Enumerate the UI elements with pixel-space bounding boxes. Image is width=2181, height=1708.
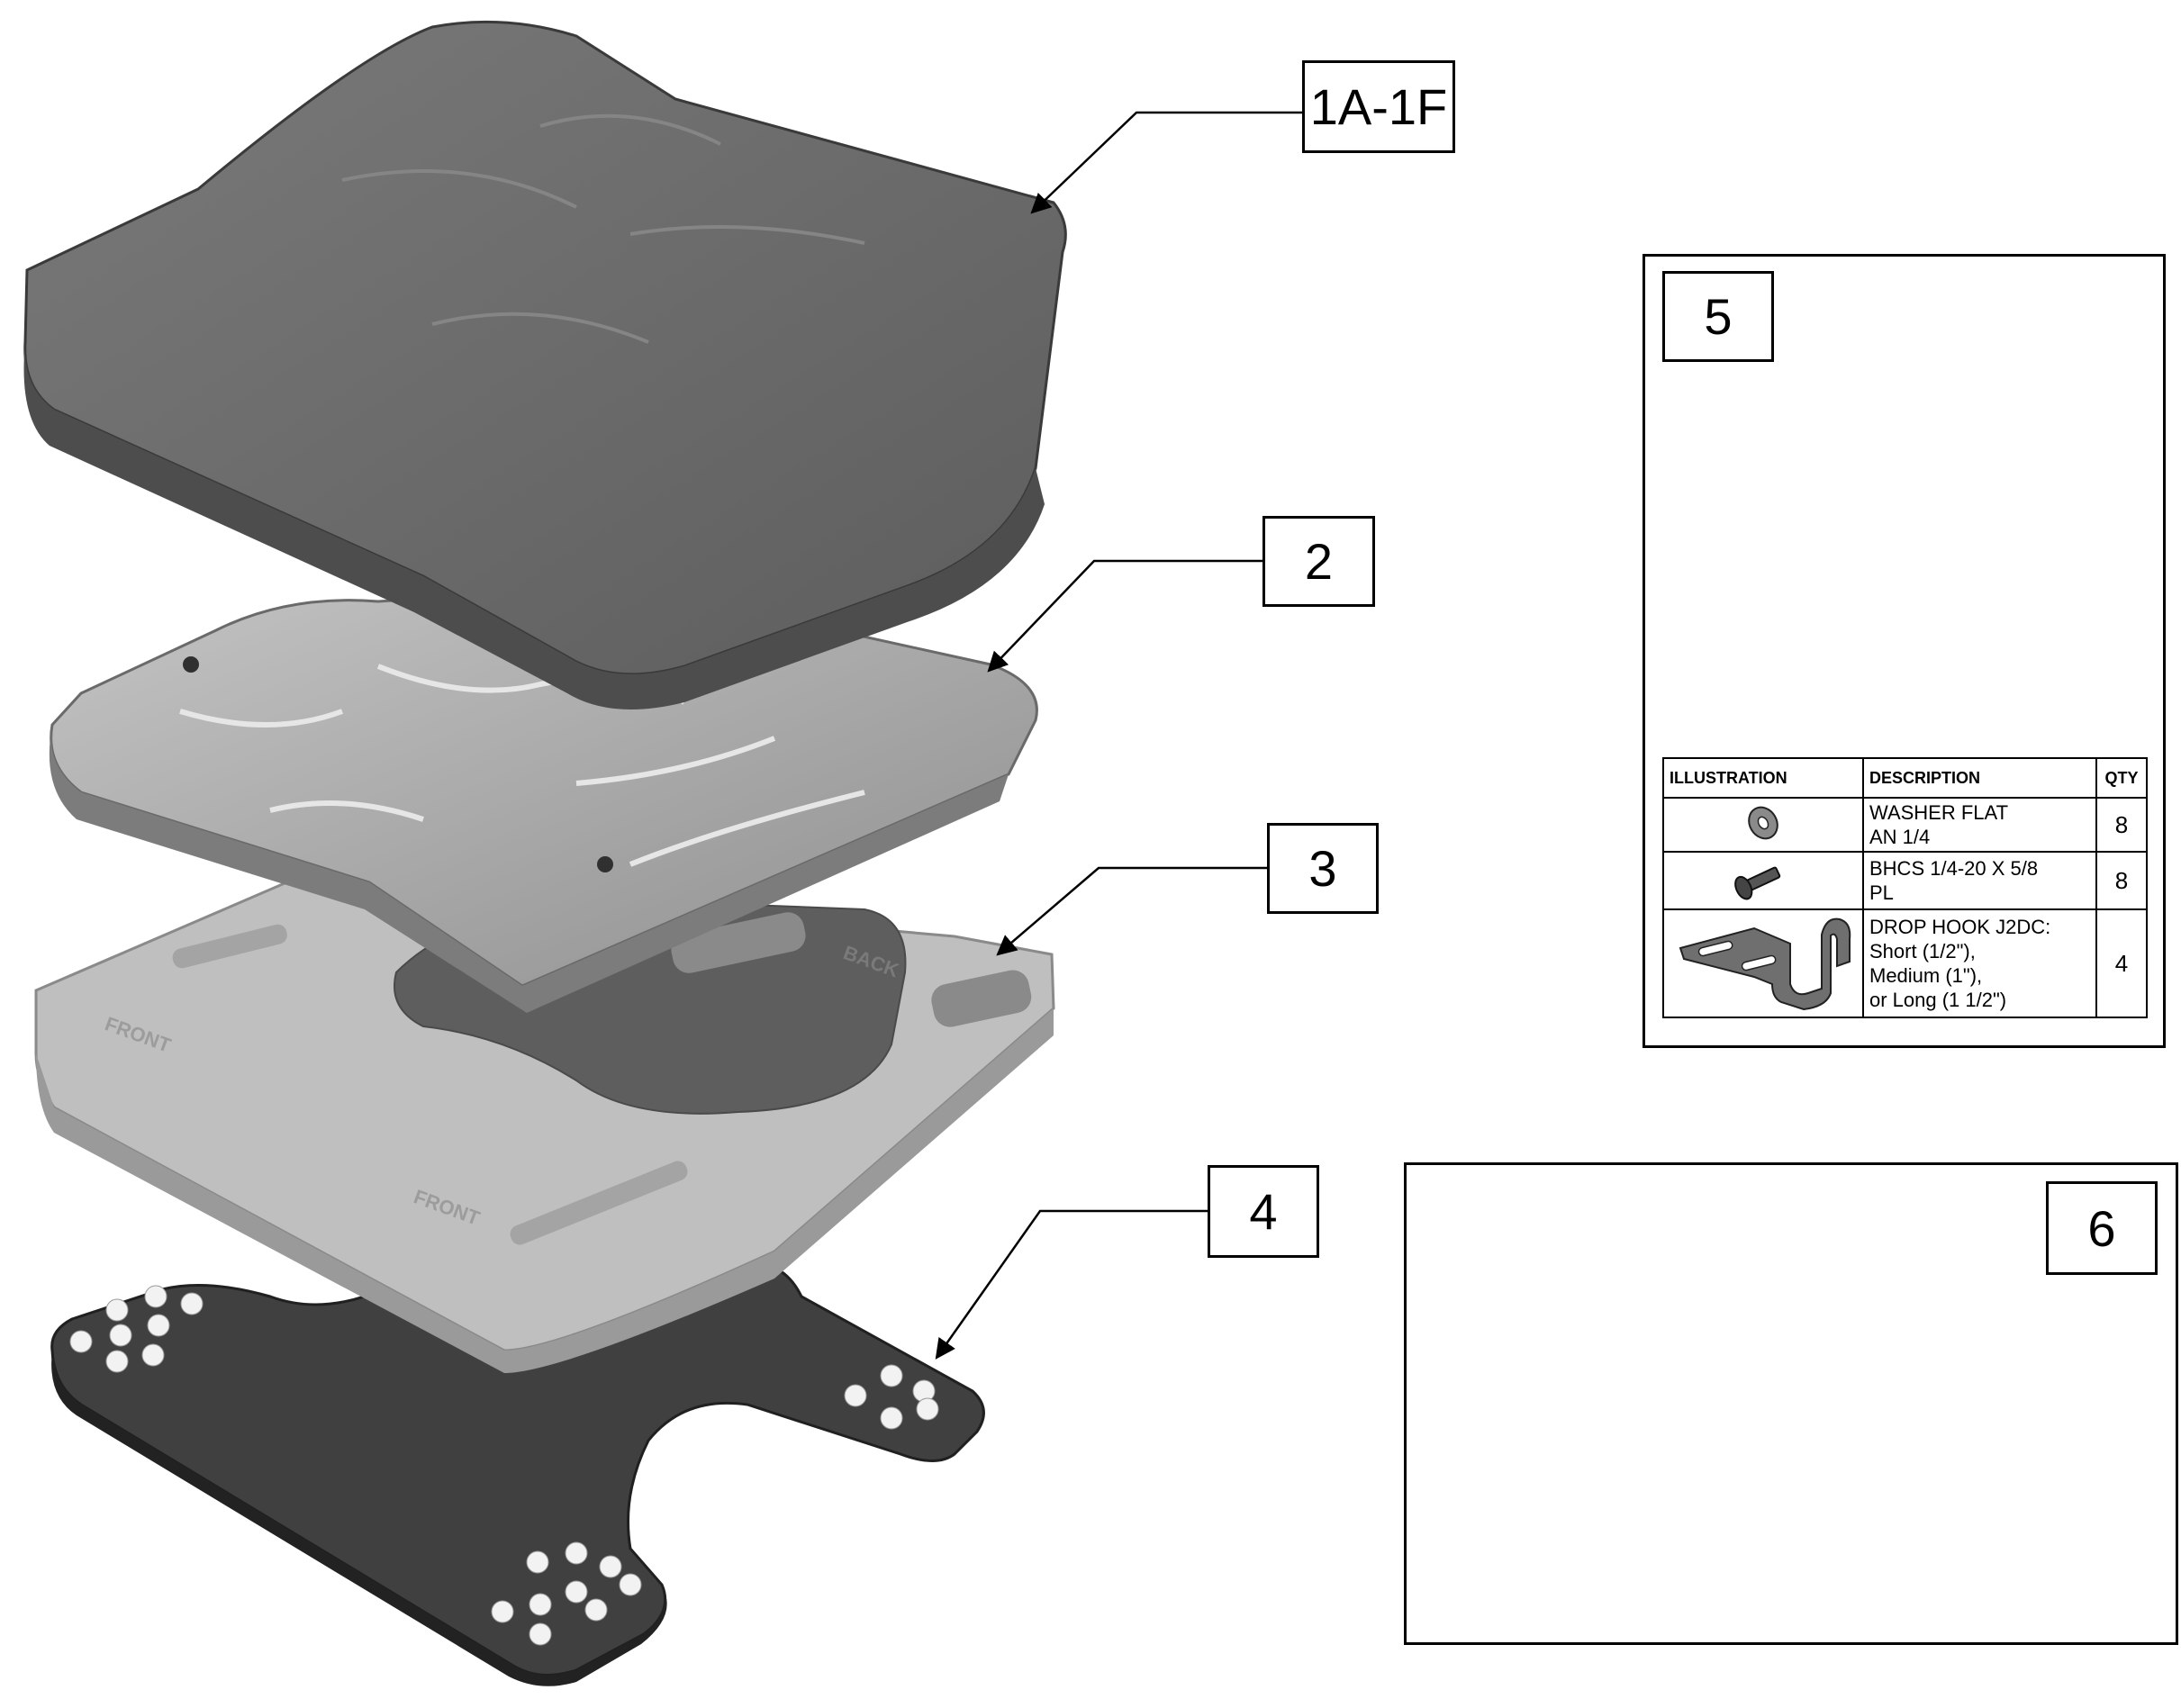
callout-4: 4 [1208, 1165, 1319, 1258]
callout-3: 3 [1267, 823, 1379, 914]
table-header-qty: QTY [2095, 757, 2148, 799]
row-description-washer: WASHER FLAT AN 1/4 [1862, 797, 2097, 853]
row-qty-drop-hook: 4 [2095, 908, 2148, 1018]
row-description-drop-hook: DROP HOOK J2DC: Short (1/2"), Medium (1"… [1862, 908, 2097, 1018]
leader-lines [935, 111, 1302, 1360]
callout-5: 5 [1662, 271, 1774, 362]
base-plate-drawing [50, 1259, 985, 1686]
table-row: BHCS 1/4-20 X 5/8 PL 8 [1662, 851, 2148, 910]
table-header-illustration: ILLUSTRATION [1662, 757, 1864, 799]
row-description-screw: BHCS 1/4-20 X 5/8 PL [1862, 851, 2097, 910]
callout-6: 6 [2046, 1181, 2158, 1275]
drop-hook-icon [1679, 917, 1851, 1010]
row-qty-washer: 8 [2095, 797, 2148, 853]
fluid-insert-drawing [49, 583, 1038, 1013]
table-header-description: DESCRIPTION [1862, 757, 2097, 799]
callout-1a-1f: 1A-1F [1302, 60, 1455, 153]
screw-icon [1734, 866, 1781, 899]
cushion-cover-drawing [23, 20, 1067, 709]
row-qty-screw: 8 [2095, 851, 2148, 910]
washer-icon [1748, 806, 1778, 839]
callout-2: 2 [1262, 516, 1375, 607]
table-row: DROP HOOK J2DC: Short (1/2"), Medium (1"… [1662, 908, 2148, 1018]
parts-table: ILLUSTRATION DESCRIPTION QTY WASHER FLAT… [1662, 757, 2148, 1018]
table-row: WASHER FLAT AN 1/4 8 [1662, 797, 2148, 853]
